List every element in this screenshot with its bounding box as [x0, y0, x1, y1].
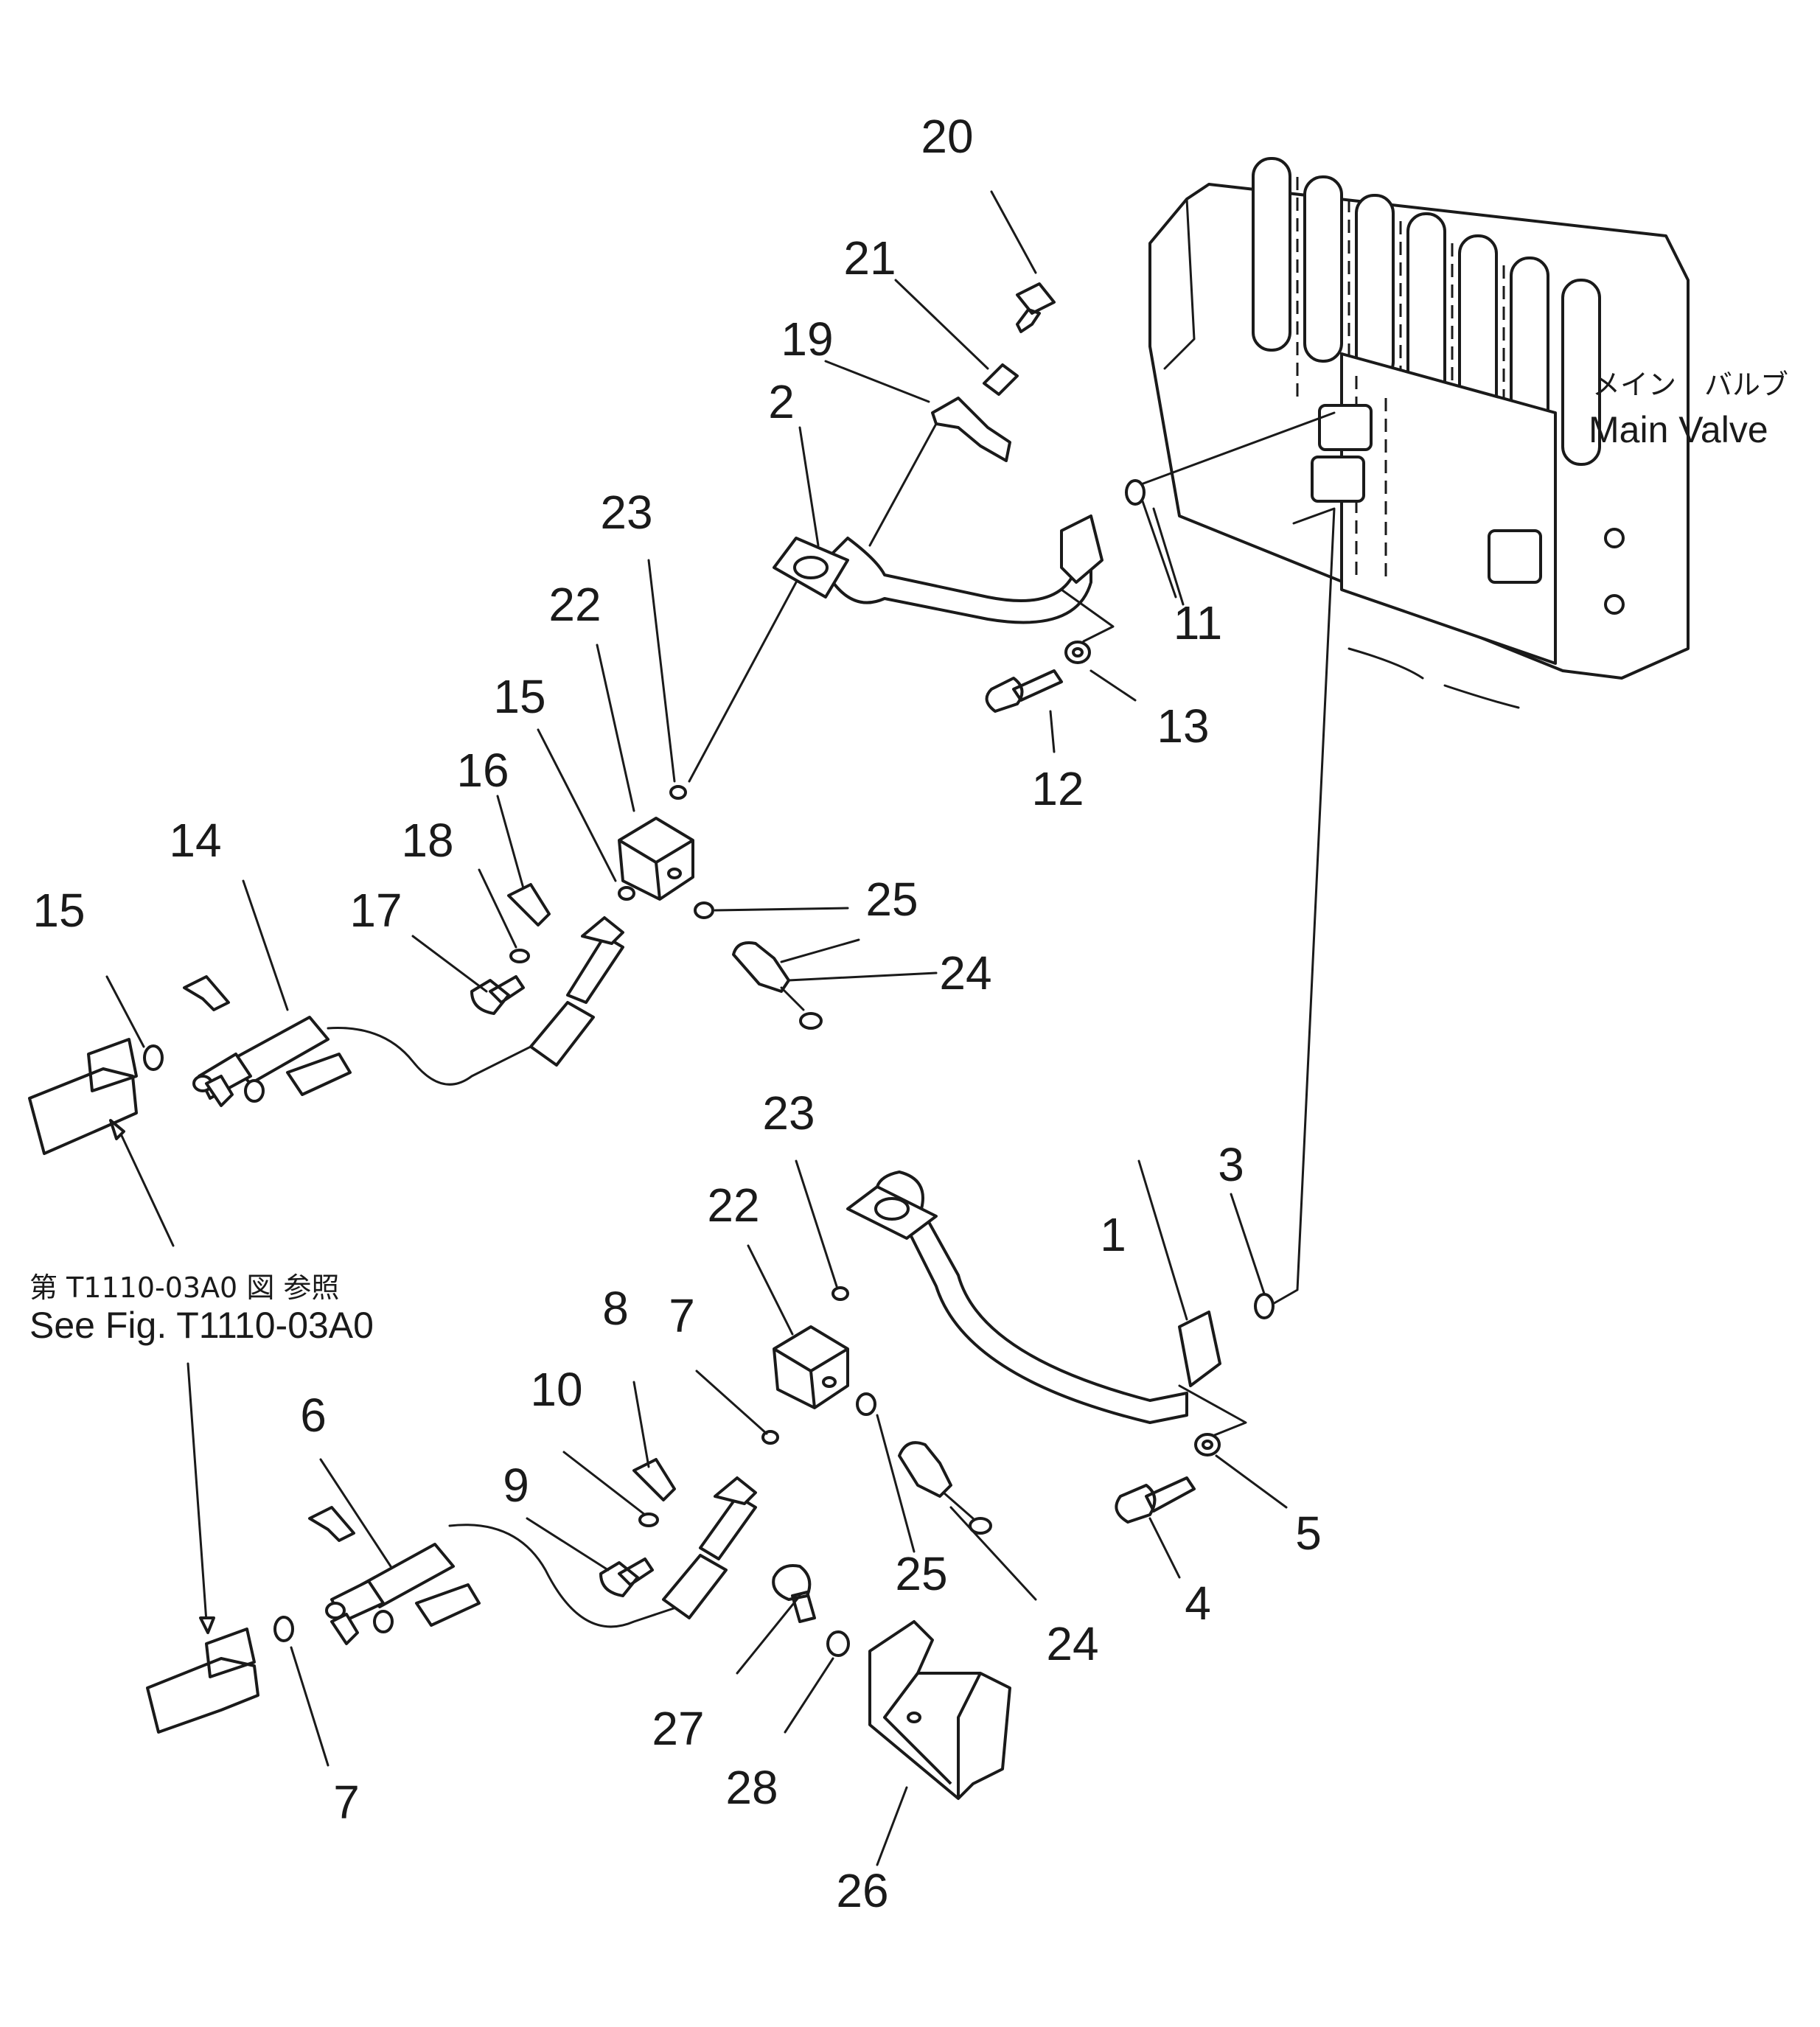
callout-7-mid: 7 — [669, 1289, 695, 1342]
main-valve-label-en: Main Valve — [1589, 409, 1768, 450]
callout-6: 6 — [300, 1389, 327, 1442]
callout-22-lower: 22 — [707, 1179, 759, 1232]
callout-1: 1 — [1100, 1208, 1126, 1261]
hose-assembly-lower — [308, 1476, 757, 1645]
leader-lines — [105, 190, 1288, 1866]
callout-3: 3 — [1218, 1138, 1244, 1191]
callout-15-mid: 15 — [493, 670, 545, 723]
o-ring-23-lower — [831, 1286, 849, 1301]
bolt-9 — [599, 1557, 654, 1597]
callout-15-left: 15 — [32, 884, 85, 937]
block-22-lower — [773, 1325, 849, 1409]
clip-16 — [507, 883, 551, 927]
callout-25-lower: 25 — [895, 1547, 947, 1600]
callout-10: 10 — [530, 1363, 582, 1416]
bolt-20 — [1016, 282, 1056, 333]
tube-lower — [846, 1171, 1247, 1439]
callout-24-lower: 24 — [1046, 1617, 1098, 1670]
reference-label-jp: 第 T1110-03A0 図 参照 — [29, 1271, 339, 1304]
callout-26: 26 — [836, 1864, 888, 1917]
o-ring-3 — [1254, 1293, 1275, 1319]
callout-19: 19 — [781, 313, 833, 366]
callout-22-upper: 22 — [548, 578, 601, 631]
o-ring-15-mid — [618, 886, 635, 901]
callout-16: 16 — [456, 744, 509, 797]
callout-18: 18 — [401, 814, 453, 867]
callout-23-upper: 23 — [600, 486, 652, 539]
callout-8: 8 — [602, 1282, 629, 1335]
bolt-12 — [985, 669, 1063, 713]
tube-upper — [773, 514, 1115, 643]
cover-26 — [868, 1620, 1011, 1800]
callout-12: 12 — [1031, 762, 1084, 815]
o-ring-11 — [1125, 479, 1146, 506]
clip-8 — [632, 1458, 676, 1501]
callout-14: 14 — [169, 814, 221, 867]
bolt-27 — [772, 1564, 816, 1623]
bolt-4 — [1115, 1476, 1196, 1524]
callout-25-upper: 25 — [865, 873, 918, 926]
callout-21: 21 — [843, 231, 896, 285]
callout-9: 9 — [503, 1459, 529, 1512]
hose-assembly-upper — [183, 916, 624, 1107]
main-valve-label-jp: メイン バルブ — [1592, 369, 1788, 401]
callout-numbers: 20 21 19 2 23 22 15 16 18 17 14 15 11 13… — [32, 110, 1321, 1917]
callout-5: 5 — [1295, 1507, 1322, 1560]
callout-4: 4 — [1185, 1577, 1211, 1630]
callout-7-left: 7 — [333, 1776, 360, 1829]
callout-17: 17 — [349, 884, 402, 937]
o-ring-15-left — [143, 1044, 164, 1071]
pipe-end-lower — [146, 1627, 259, 1734]
callout-27: 27 — [652, 1702, 704, 1755]
callout-2: 2 — [768, 375, 795, 428]
bracket-19 — [931, 397, 1011, 462]
bolt-17 — [470, 975, 525, 1015]
callout-24-upper: 24 — [939, 946, 991, 999]
callout-28: 28 — [725, 1761, 778, 1814]
callout-23-lower: 23 — [762, 1086, 815, 1140]
sensor-24-upper — [732, 941, 790, 993]
washer-28 — [826, 1630, 850, 1657]
o-ring-23-upper — [669, 785, 687, 800]
o-ring-7-left — [273, 1616, 294, 1642]
washer-10 — [638, 1513, 659, 1527]
o-ring-25-upper — [694, 901, 714, 919]
callout-20: 20 — [921, 110, 973, 163]
washer-18 — [509, 949, 530, 963]
sensor-24-lower — [898, 1441, 952, 1498]
pipe-end-upper — [28, 1038, 138, 1155]
washer-21 — [983, 363, 1019, 396]
callout-11: 11 — [1174, 596, 1222, 649]
callout-13: 13 — [1157, 699, 1209, 753]
reference-label-en: See Fig. T1110-03A0 — [29, 1305, 374, 1346]
o-ring-25-lower — [856, 1392, 876, 1416]
main-valve — [1148, 157, 1690, 709]
